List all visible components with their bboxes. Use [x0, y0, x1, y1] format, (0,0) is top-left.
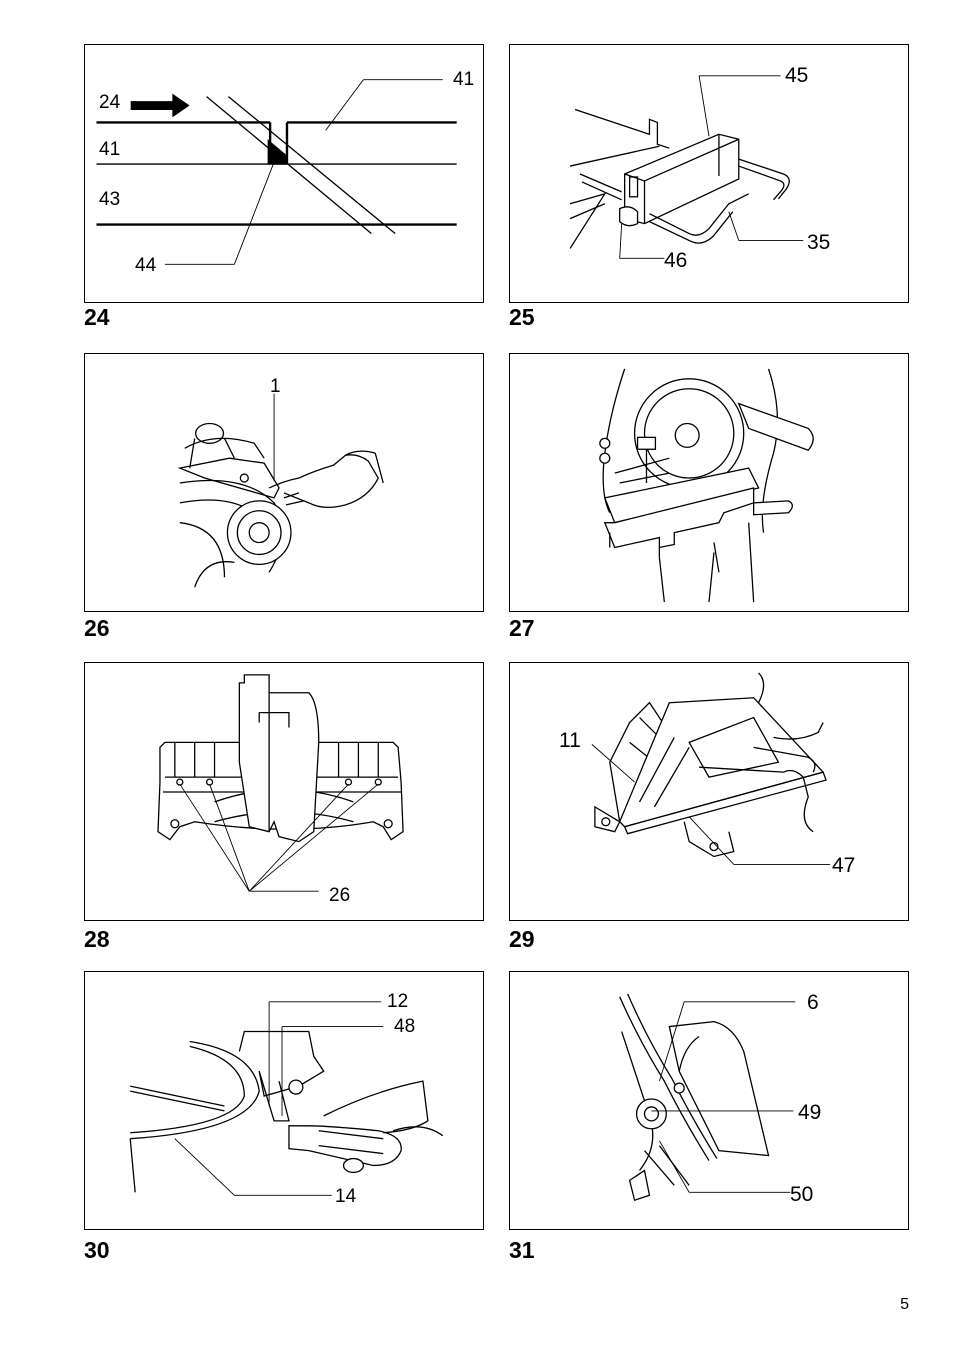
page-number: 5: [900, 1296, 909, 1313]
figure-24-panel: 41 24 41 43 44: [84, 44, 484, 303]
figure-31-diagram: [619, 993, 796, 1202]
figure-27-diagram: [599, 368, 814, 603]
figure-24-diagram: [96, 79, 457, 265]
figure-28-number: 28: [84, 926, 110, 952]
callout-44: 44: [135, 255, 157, 276]
figure-30-number: 30: [84, 1237, 110, 1263]
figure-26-number: 26: [84, 615, 110, 641]
callout-14: 14: [335, 1186, 357, 1207]
figure-30-panel: 12 48 14: [84, 971, 484, 1230]
callout-35: 35: [807, 231, 831, 254]
figure-25-number: 25: [509, 304, 535, 330]
callout-6: 6: [807, 991, 819, 1014]
figure-29-panel: 11 47: [509, 662, 909, 921]
callout-47: 47: [832, 854, 856, 877]
figure-28-diagram: [157, 674, 404, 892]
figure-27-number: 27: [509, 615, 535, 641]
callout-26: 26: [329, 885, 351, 906]
callout-50: 50: [790, 1183, 814, 1206]
figure-24-number: 24: [84, 304, 110, 330]
callout-1: 1: [270, 376, 281, 397]
callout-46: 46: [664, 249, 688, 272]
callout-24: 24: [99, 92, 121, 113]
callout-48: 48: [394, 1016, 416, 1037]
figure-28-panel: 26: [84, 662, 484, 921]
callout-41-left: 41: [99, 139, 121, 160]
figure-26-diagram: [177, 393, 384, 588]
callout-43: 43: [99, 189, 121, 210]
figure-27-panel: [509, 353, 909, 612]
figure-26-panel: 1: [84, 353, 484, 612]
callout-41-top: 41: [453, 69, 475, 90]
callout-45: 45: [785, 64, 809, 87]
callout-12: 12: [387, 991, 409, 1012]
figure-31-number: 31: [509, 1237, 535, 1263]
figure-25-panel: 45 35 46: [509, 44, 909, 303]
figure-30-diagram: [129, 1001, 444, 1196]
figure-29-number: 29: [509, 926, 535, 952]
figure-25-diagram: [569, 75, 804, 259]
callout-11: 11: [559, 729, 581, 752]
callout-49: 49: [798, 1101, 822, 1124]
figure-31-panel: 6 49 50: [509, 971, 909, 1230]
figure-29-diagram: [591, 672, 831, 865]
